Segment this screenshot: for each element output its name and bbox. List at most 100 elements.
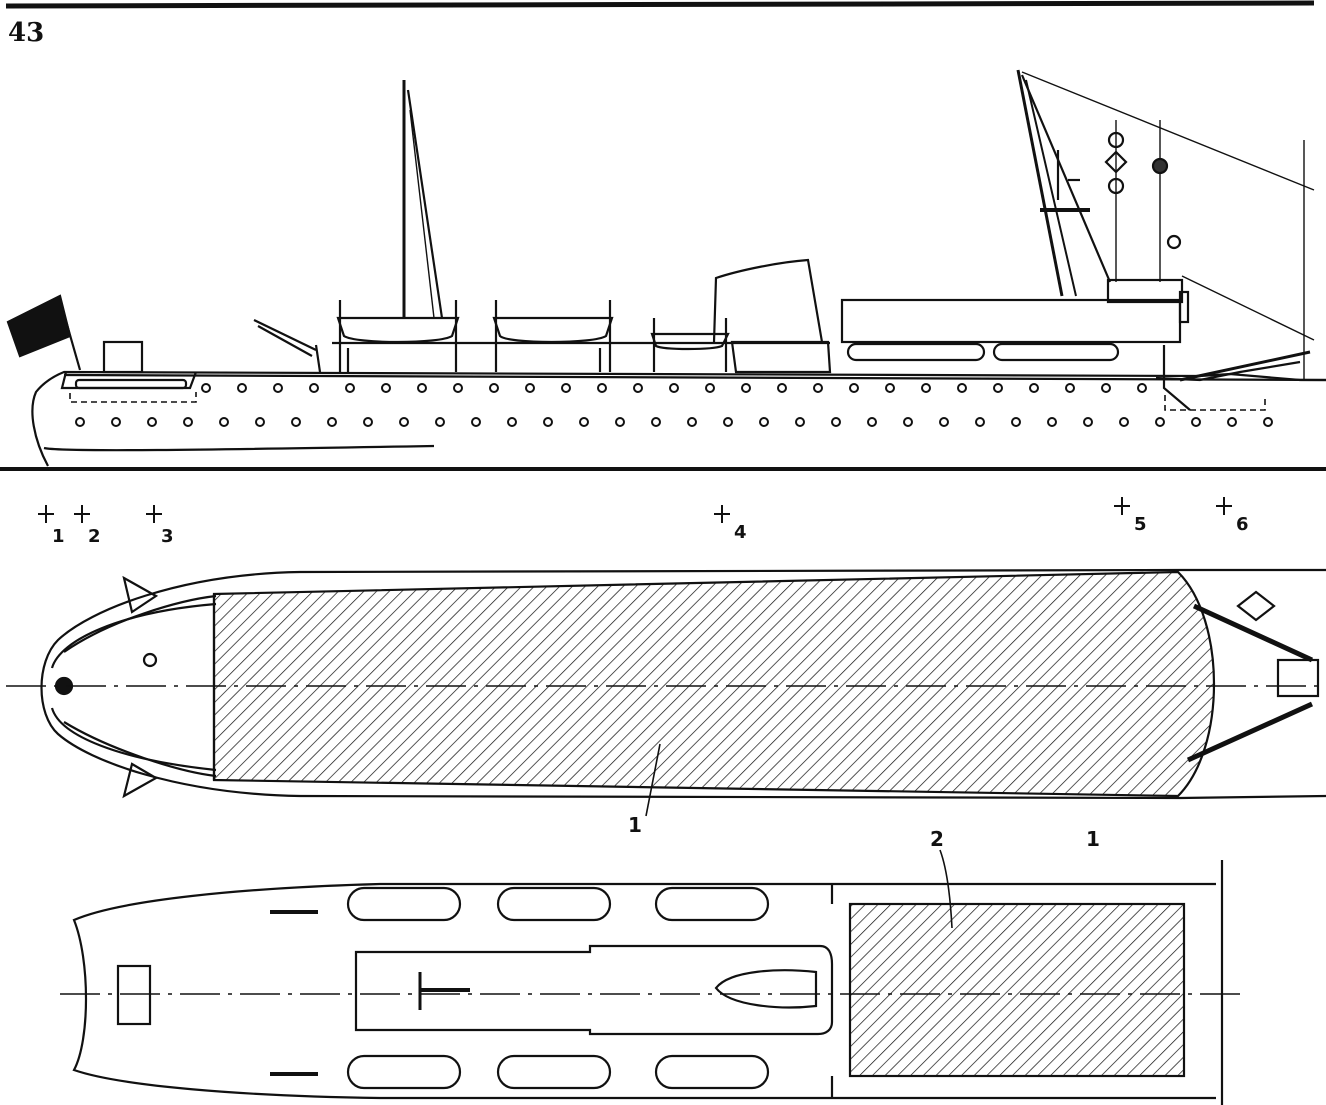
portholes [75, 383, 1273, 427]
funnel [712, 258, 824, 343]
porthole [993, 383, 1003, 393]
station-label-4: 4 [734, 522, 747, 543]
porthole [309, 383, 319, 393]
porthole [183, 417, 193, 427]
callout-label-2: 2 [930, 827, 944, 851]
forward-hatch [116, 964, 152, 1026]
porthole [615, 417, 625, 427]
porthole [1083, 417, 1093, 427]
porthole [1155, 417, 1165, 427]
porthole [111, 417, 121, 427]
station-marks: 1 2 3 4 5 6 [38, 497, 1249, 547]
porthole [885, 383, 895, 393]
porthole [633, 383, 643, 393]
porthole [651, 417, 661, 427]
porthole [345, 383, 355, 393]
porthole [435, 417, 445, 427]
porthole [1191, 417, 1201, 427]
porthole [1101, 383, 1111, 393]
plate-number: 43 [8, 18, 45, 48]
hull-outline [31, 370, 1326, 467]
upper-plan-view [40, 568, 1326, 800]
porthole [489, 383, 499, 393]
callout-label-1: 1 [628, 813, 642, 837]
porthole [471, 417, 481, 427]
plan-lifeboat-5 [496, 1054, 612, 1090]
upper-hull-outline [40, 568, 1326, 800]
porthole [597, 383, 607, 393]
station-mark-5: 5 [1114, 497, 1147, 535]
central-deckhouse [354, 944, 834, 1036]
station-label-3: 3 [161, 526, 174, 547]
station-mark-2: 2 [74, 505, 101, 547]
porthole [831, 417, 841, 427]
plan-lifeboat-1 [346, 886, 462, 922]
porthole [903, 417, 913, 427]
porthole [579, 417, 589, 427]
porthole [669, 383, 679, 393]
porthole [849, 383, 859, 393]
porthole [1011, 417, 1021, 427]
porthole [327, 417, 337, 427]
porthole [1263, 417, 1273, 427]
lower-hatched-deck [848, 902, 1186, 1078]
station-mark-1: 1 [38, 505, 65, 547]
porthole [453, 383, 463, 393]
plan-lifeboat-2 [496, 886, 612, 922]
funnel-plan [714, 969, 818, 1009]
callout-label-1-lower: 1 [1086, 827, 1100, 851]
porthole [399, 417, 409, 427]
porthole [687, 417, 697, 427]
porthole [1029, 383, 1039, 393]
porthole [201, 383, 211, 393]
porthole [543, 417, 553, 427]
lifeboat-2 [492, 316, 614, 344]
boot-topping-line [43, 444, 435, 452]
upper-hatched-deck [212, 570, 1215, 798]
porthole [255, 417, 265, 427]
callout-1-lower: 1 [1086, 827, 1100, 851]
lower-hull-outline [72, 882, 1216, 1100]
porthole [1119, 417, 1129, 427]
superstructure-block [840, 298, 1182, 344]
station-label-2: 2 [88, 526, 101, 547]
station-label-6: 6 [1236, 514, 1249, 535]
station-label-1: 1 [52, 526, 65, 547]
station-mark-3: 3 [146, 505, 174, 547]
porthole [273, 383, 283, 393]
top-border [5, 0, 1315, 9]
station-mark-6: 6 [1216, 497, 1249, 535]
callout-1-upper: 1 [628, 743, 661, 837]
porthole [525, 383, 535, 393]
porthole [957, 383, 967, 393]
porthole [507, 417, 517, 427]
porthole [219, 417, 229, 427]
callout-2-lower: 2 [930, 827, 953, 929]
main-deck-line [63, 373, 1326, 382]
porthole [795, 417, 805, 427]
porthole [921, 383, 931, 393]
porthole [1137, 383, 1147, 393]
lifeboat-1 [336, 316, 460, 344]
mainmast [1016, 69, 1064, 297]
porthole [741, 383, 751, 393]
porthole [759, 417, 769, 427]
plan-lifeboat-6 [654, 1054, 770, 1090]
lifeboat-3 [650, 332, 730, 351]
porthole [75, 417, 85, 427]
porthole [1065, 383, 1075, 393]
porthole [723, 417, 733, 427]
porthole [813, 383, 823, 393]
porthole [363, 417, 373, 427]
porthole [417, 383, 427, 393]
side-elevation [0, 69, 1326, 471]
flag [6, 294, 72, 358]
porthole [975, 417, 985, 427]
forward-deckhouse [102, 340, 144, 374]
porthole [381, 383, 391, 393]
porthole [939, 417, 949, 427]
porthole [237, 383, 247, 393]
lower-plan-view [72, 860, 1224, 1105]
porthole [867, 417, 877, 427]
